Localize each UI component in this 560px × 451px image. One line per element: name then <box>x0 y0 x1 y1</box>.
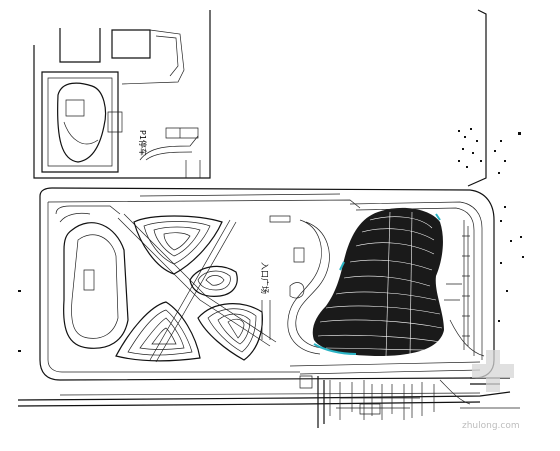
landform-contour-lines <box>317 211 443 357</box>
watermark-text: zhulong.com <box>462 421 520 431</box>
landscape-mound-bottom-right <box>197 303 263 361</box>
watermark: zhulong.com <box>462 350 520 431</box>
north-area-label: P1停车 <box>138 130 148 156</box>
central-path: 入口广场 <box>260 215 330 355</box>
watermark-logo-icon <box>472 350 514 392</box>
diagonal-walkways <box>117 213 277 363</box>
landscape-mound-center <box>189 265 238 297</box>
landform-accent-edge <box>313 343 357 355</box>
east-service-road <box>349 201 485 360</box>
left-oval-plaza <box>59 212 129 349</box>
main-area-label: 入口广场 <box>260 262 270 294</box>
survey-points <box>18 128 524 352</box>
landscape-mound-bottom-left <box>115 301 201 362</box>
south-entrance-area <box>289 361 520 428</box>
landscape-mound-top <box>133 215 223 275</box>
dark-landform <box>312 207 444 357</box>
north-block: P1停车 <box>33 10 211 179</box>
site-boundary <box>17 9 511 407</box>
